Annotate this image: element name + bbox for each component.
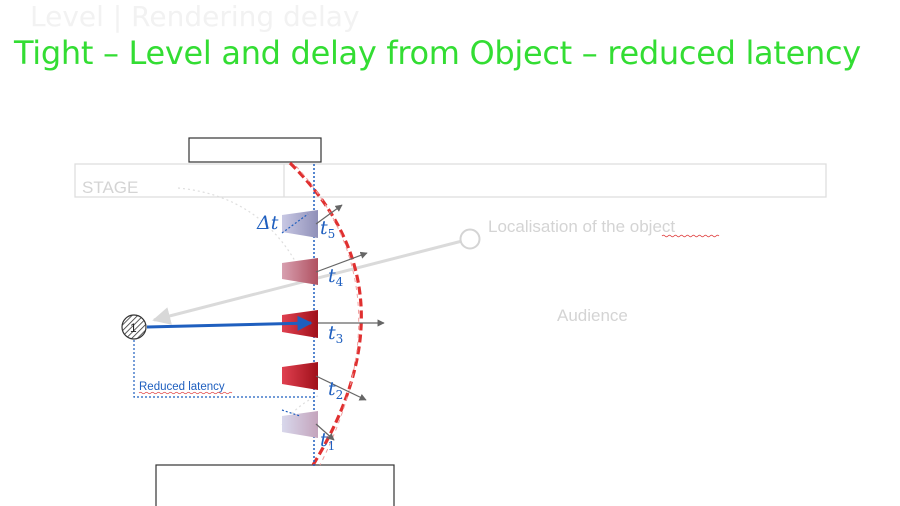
- speaker-t4: [282, 258, 318, 285]
- audience-label: Audience: [557, 306, 628, 325]
- spellcheck-underline-object: [661, 234, 720, 238]
- t2-label: t2: [328, 378, 343, 402]
- arrow-t4: [315, 251, 368, 273]
- arrow-t2: [315, 375, 367, 401]
- speaker-t2: [282, 362, 318, 390]
- signal-arrow: [146, 315, 313, 331]
- delta-t-label: Δt: [256, 212, 279, 234]
- t1-indicator: [281, 409, 301, 417]
- reduced-latency-label: Reduced latency: [139, 381, 225, 393]
- wavefront-arc: [288, 161, 363, 466]
- wavefront-arc-inner: [295, 165, 360, 466]
- bottom-box: [155, 464, 395, 506]
- slide-title: Tight – Level and delay from Object – re…: [14, 34, 861, 72]
- localisation-label: Localisation of the object: [488, 217, 675, 236]
- spellcheck-underline-latency: [138, 391, 233, 395]
- reduced-latency-bracket: [133, 340, 314, 398]
- t5-label: t5: [320, 217, 335, 241]
- top-box: [188, 137, 322, 163]
- stage-outline: [74, 163, 827, 198]
- t1-label: t1: [320, 429, 335, 453]
- sound-source-object: [121, 314, 147, 340]
- speaker-t1: [282, 411, 318, 438]
- speaker-t5: [282, 210, 318, 238]
- t3-label: t3: [328, 322, 343, 346]
- background-title-ghost: Level | Rendering delay: [30, 0, 360, 33]
- sound-source-number: 1: [130, 321, 137, 335]
- t4-label: t4: [328, 265, 344, 289]
- arrow-t5: [315, 204, 343, 225]
- delta-t-indicator: [281, 213, 309, 234]
- stage-label: STAGE: [82, 178, 138, 197]
- arrow-t1: [315, 423, 335, 441]
- faint-arc-upper: [177, 187, 301, 271]
- faint-arc-lower: [281, 395, 319, 426]
- localisation-point: [459, 228, 481, 250]
